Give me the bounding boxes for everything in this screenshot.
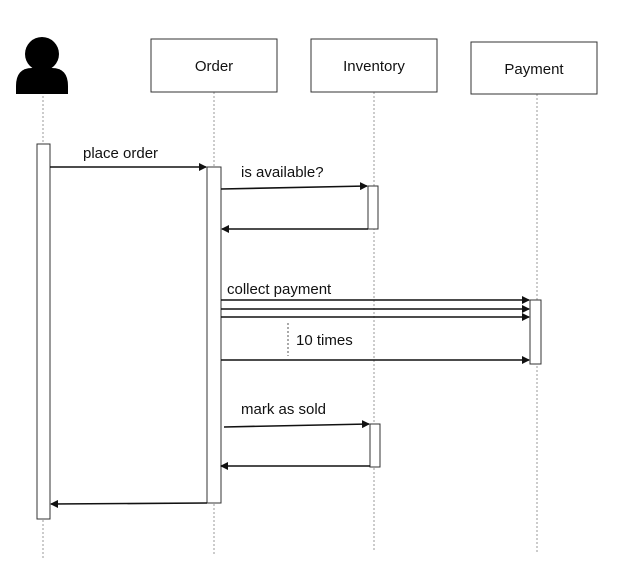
collect-payment-label: collect payment bbox=[227, 281, 332, 298]
order-label: Order bbox=[195, 58, 233, 75]
is-available-arrow bbox=[220, 182, 368, 191]
place-order-label: place order bbox=[83, 145, 158, 162]
payment-participant: Payment bbox=[470, 41, 598, 95]
inventory-activation-2 bbox=[369, 423, 381, 468]
inventory-label: Inventory bbox=[343, 58, 405, 75]
loop-note-label: 10 times bbox=[296, 332, 353, 349]
is-available-label: is available? bbox=[241, 164, 324, 181]
actor-activation bbox=[36, 143, 51, 520]
user-icon bbox=[16, 37, 68, 94]
inventory-participant: Inventory bbox=[310, 38, 438, 93]
mark-as-sold-arrow bbox=[223, 420, 370, 429]
mark-as-sold-label: mark as sold bbox=[241, 401, 326, 418]
inventory-activation-1 bbox=[367, 185, 379, 230]
order-return-arrow bbox=[50, 499, 208, 508]
payment-activation bbox=[529, 299, 542, 365]
order-activation bbox=[206, 166, 222, 504]
order-participant: Order bbox=[150, 38, 278, 93]
payment-label: Payment bbox=[504, 61, 564, 78]
